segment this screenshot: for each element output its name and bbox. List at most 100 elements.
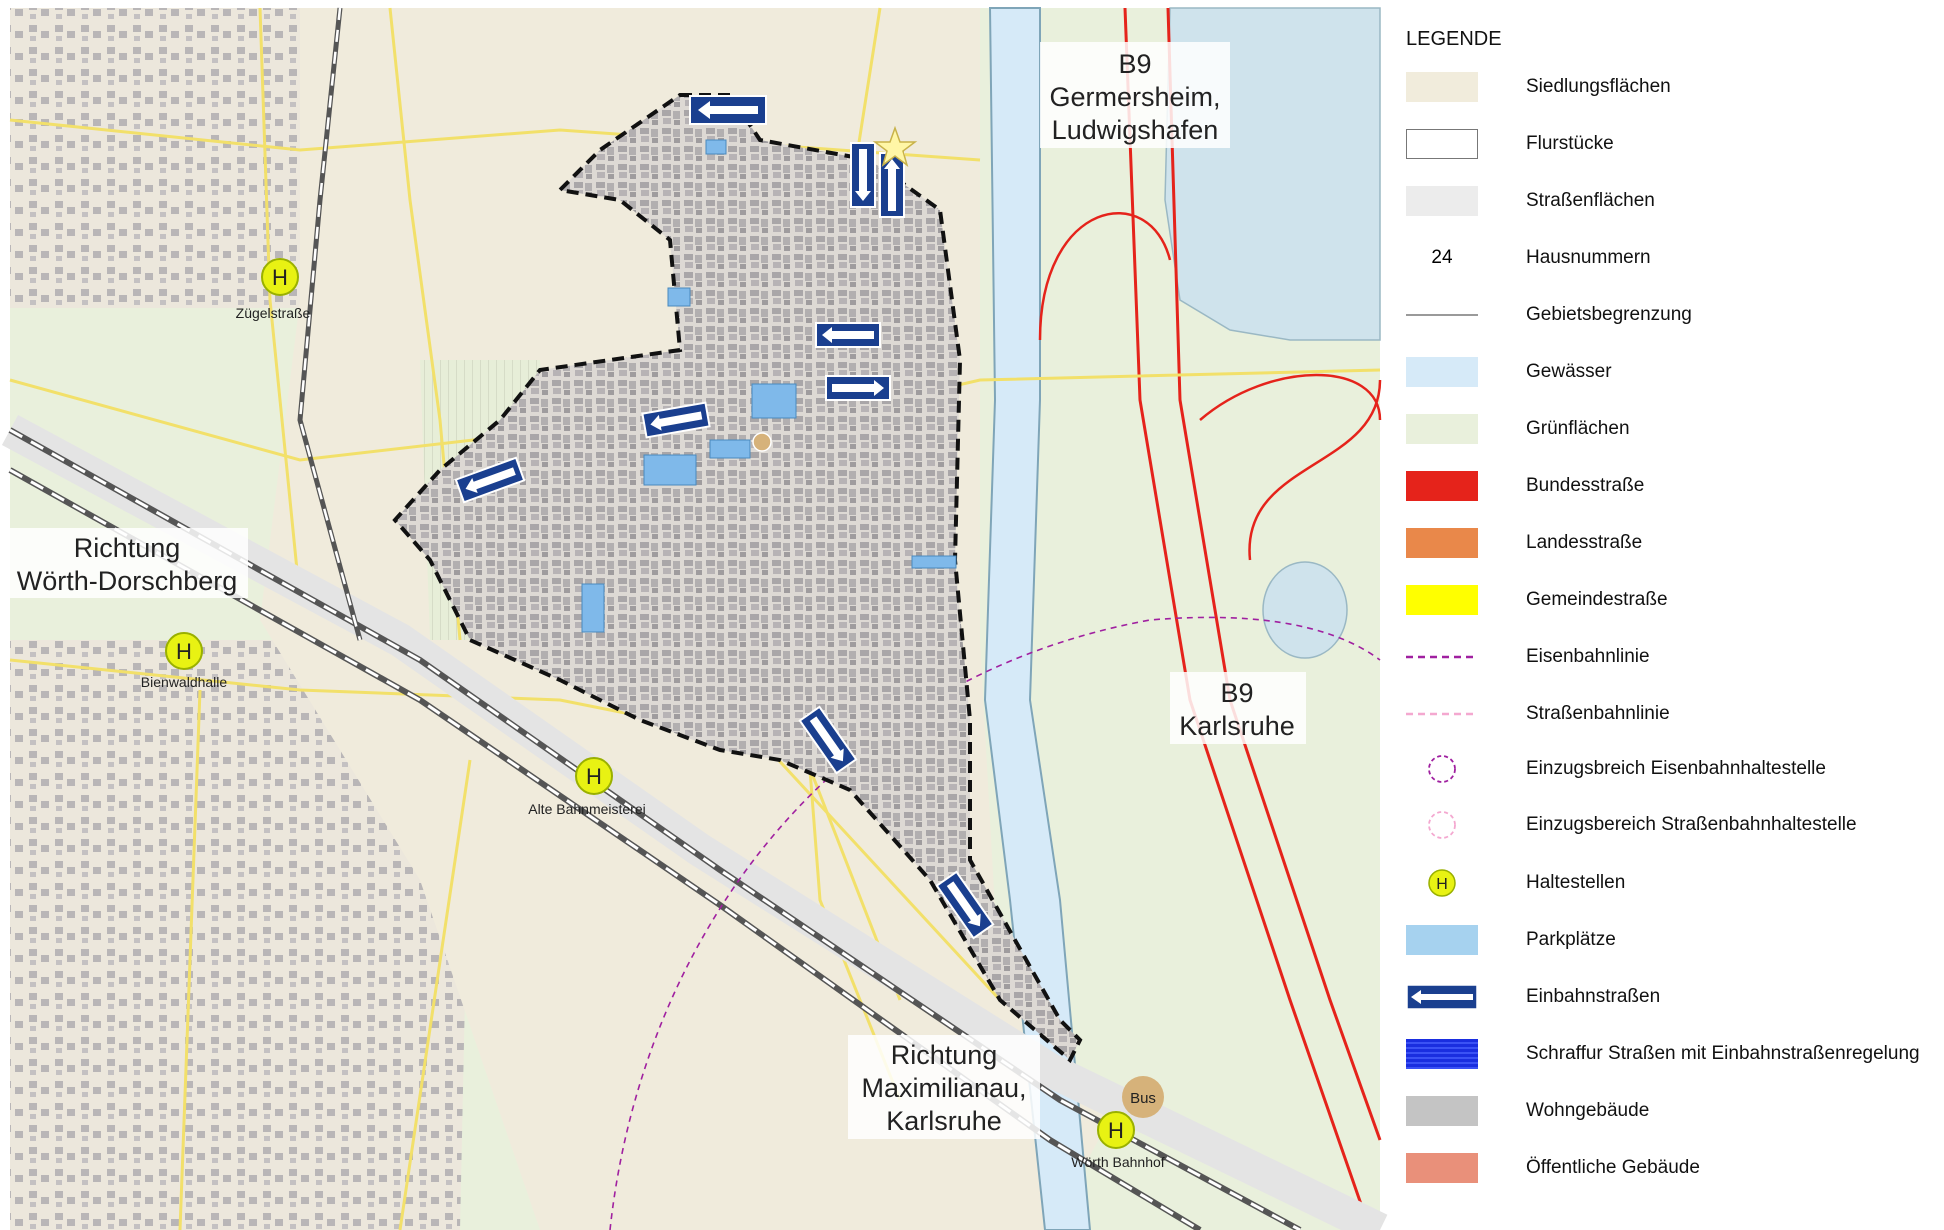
railway-line-icon (1406, 655, 1478, 659)
legend-label: Landesstraße (1526, 532, 1643, 553)
legend-item-flurstuecke: Flurstücke (1406, 125, 1936, 165)
legend-swatch (1406, 72, 1478, 102)
rail-catchment-icon (1428, 755, 1456, 783)
legend-item-siedlung: Siedlungsflächen (1406, 68, 1936, 108)
oneway-sign-9[interactable] (935, 870, 995, 940)
legend-swatch (1406, 129, 1478, 159)
legend-title: LEGENDE (1406, 28, 1502, 50)
legend-swatch (1406, 186, 1478, 216)
legend-swatch (1406, 414, 1478, 444)
richtung-west-text: Richtung (74, 533, 181, 563)
legend-item-eisenbahn: Eisenbahnlinie (1406, 638, 1936, 678)
label-b9-north: B9 Germersheim, Ludwigshafen (1040, 42, 1230, 148)
b9-ramp (1038, 212, 1382, 561)
maximilianau-text: Maximilianau, (861, 1073, 1026, 1103)
legend-item-einzug-strassen: Einzugsbereich Straßenbahnhaltestelle (1406, 806, 1936, 846)
legend-label: Flurstücke (1526, 133, 1614, 154)
legend-item-wohngebaeude: Wohngebäude (1406, 1092, 1936, 1132)
stop-label: Wörth Bahnhof (1071, 1154, 1164, 1170)
oneway-sign-1[interactable] (689, 95, 767, 125)
stop-alte-bahnmeisterei[interactable]: H Alte Bahnmeisterei (528, 757, 646, 817)
legend-swatch (1406, 528, 1478, 558)
stop-icon: H (1428, 869, 1456, 897)
bus-label: Bus (1130, 1090, 1156, 1107)
legend-item-parkplaetze: Parkplätze (1406, 921, 1936, 961)
legend-item-strassenbahn: Straßenbahnlinie (1406, 695, 1936, 735)
germersheim-text: Germersheim, (1049, 82, 1220, 112)
stop-label: Bienwaldhalle (141, 674, 228, 690)
stop-bienwaldhalle[interactable]: H Bienwaldhalle (141, 632, 228, 690)
legend-label: Straßenbahnlinie (1526, 703, 1670, 724)
bus-stop-marker-center[interactable] (752, 432, 772, 452)
karlsruhe-south-text: Karlsruhe (886, 1106, 1002, 1136)
legend-item-oeffentlich: Öffentliche Gebäude (1406, 1149, 1936, 1189)
river (983, 7, 1092, 1230)
stop-label: Zügelstraße (236, 305, 311, 321)
oneway-sign-8[interactable] (798, 705, 858, 775)
legend-label: Grünflächen (1526, 418, 1630, 439)
catchment-arc-rail (609, 616, 1381, 1230)
old-town-area[interactable] (392, 93, 1083, 1064)
star-icon (872, 125, 918, 167)
oneway-sign-6[interactable] (641, 401, 711, 439)
b9-north-text: B9 (1118, 49, 1151, 79)
oneway-sign-2[interactable] (850, 142, 876, 208)
legend-label: Einbahnstraßen (1526, 986, 1661, 1007)
bus-stop-marker-station[interactable]: Bus (1122, 1076, 1164, 1118)
legend-item-gruen: Grünflächen (1406, 410, 1936, 450)
stop-symbol: H (1108, 1118, 1124, 1143)
stop-zuegelstrasse[interactable]: H Zügelstraße (236, 258, 311, 321)
oneway-sign-5[interactable] (825, 375, 891, 401)
tram-catchment-icon (1428, 811, 1456, 839)
oneway-sign-4[interactable] (815, 322, 881, 348)
label-richtung-south: Richtung Maximilianau, Karlsruhe (848, 1035, 1040, 1139)
pond (1262, 561, 1348, 659)
svg-text:H: H (1436, 876, 1448, 893)
boundary-line-icon (1406, 314, 1478, 316)
legend-swatch (1406, 925, 1478, 955)
label-b9-east: B9 Karlsruhe (1170, 672, 1306, 744)
railway (8, 7, 1302, 1230)
legend-label: Haltestellen (1526, 872, 1626, 893)
ludwigshafen-text: Ludwigshafen (1052, 115, 1219, 145)
legend-label: Öffentliche Gebäude (1526, 1157, 1700, 1178)
settlement-area-southwest (10, 640, 470, 1230)
legend-swatch (1406, 1153, 1478, 1183)
tram-line-icon (1406, 712, 1478, 716)
label-richtung-west: Richtung Wörth-Dorschberg (8, 528, 248, 598)
legend-swatch (1406, 1039, 1478, 1069)
legend-swatch (1406, 1096, 1478, 1126)
legend-label: Parkplätze (1526, 929, 1616, 950)
legend-swatch (1406, 357, 1478, 387)
legend-item-strassen: Straßenflächen (1406, 182, 1936, 222)
stop-woerth-bahnhof[interactable]: H Wörth Bahnhof (1071, 1111, 1165, 1170)
legend-item-gebiet: Gebietsbegrenzung (1406, 296, 1936, 336)
legend-item-landesstrasse: Landesstraße (1406, 524, 1936, 564)
legend-item-schraffur: Schraffur Straßen mit Einbahnstraßenrege… (1406, 1035, 1936, 1075)
legend-label: Wohngebäude (1526, 1100, 1650, 1121)
legend-label: Einzugsbereich Straßenbahnhaltestelle (1526, 814, 1857, 835)
main-road-diagonal (1, 415, 1388, 1230)
legend-item-einbahnstrassen: Einbahnstraßen (1406, 978, 1936, 1018)
woerth-dorschberg-text: Wörth-Dorschberg (17, 566, 238, 596)
stop-symbol: H (586, 764, 602, 789)
b9-east-text: B9 (1220, 678, 1253, 708)
legend-item-gemeindestrasse: Gemeindestraße (1406, 581, 1936, 621)
oneway-sign-7[interactable] (454, 456, 526, 504)
parking-areas (581, 139, 957, 633)
legend-swatch (1406, 585, 1478, 615)
legend-item-bundesstrasse: Bundesstraße (1406, 467, 1936, 507)
karlsruhe-east-text: Karlsruhe (1179, 711, 1295, 741)
legend-label: Einzugsbreich Eisenbahnhaltestelle (1526, 758, 1826, 779)
legend-label: Bundesstraße (1526, 475, 1645, 496)
stop-symbol: H (176, 639, 192, 664)
legend-swatch (1406, 471, 1478, 501)
legend-item-hausnummern: 24 Hausnummern (1406, 239, 1936, 279)
stop-label: Alte Bahnmeisterei (528, 801, 646, 817)
legend-item-gewaesser: Gewässer (1406, 353, 1936, 393)
oneway-sign-3[interactable] (879, 152, 905, 218)
legend-item-einzug-eisen: Einzugsbreich Eisenbahnhaltestelle (1406, 750, 1936, 790)
legend-item-haltestellen: H Haltestellen (1406, 864, 1936, 904)
legend-label: Gemeindestraße (1526, 589, 1668, 610)
